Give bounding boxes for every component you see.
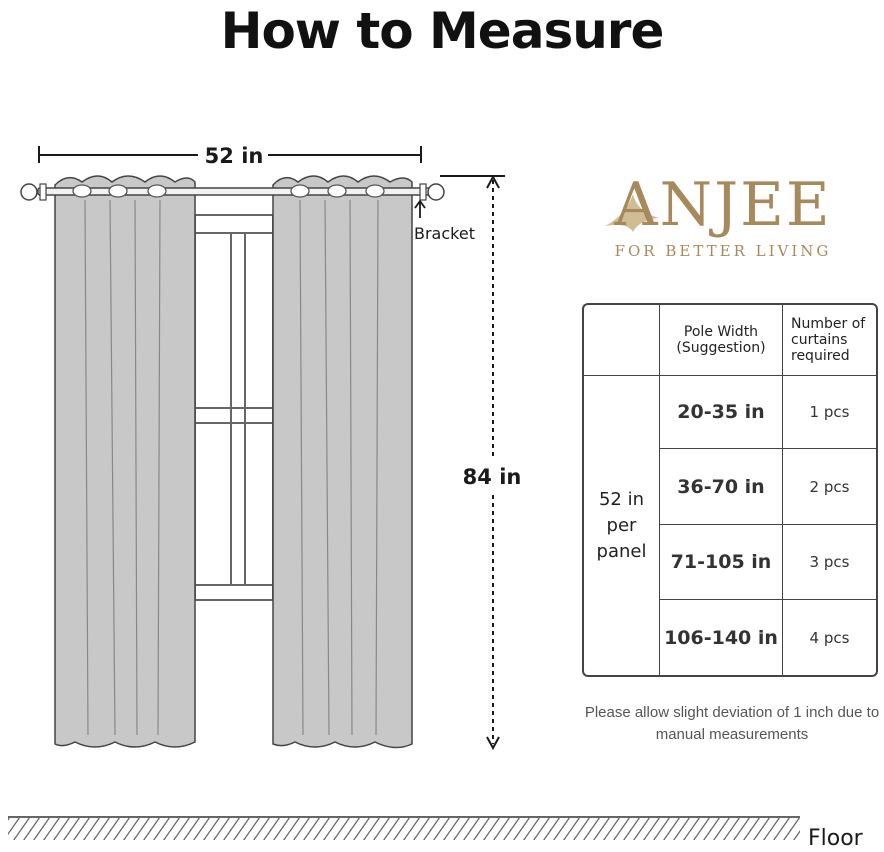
brand-ribbon-icon: [605, 194, 659, 232]
table-cell-count: 4 pcs: [782, 599, 876, 675]
page-title: How to Measure: [220, 2, 665, 60]
table-cell-count: 3 pcs: [782, 523, 876, 600]
right-curtain-panel: [272, 175, 413, 749]
deviation-note: Please allow slight deviation of 1 inch …: [584, 704, 880, 743]
table-cell-count: 1 pcs: [782, 376, 876, 449]
brand-logo: ANJEE FOR BETTER LIVING: [598, 170, 848, 260]
width-dimension: [38, 146, 422, 163]
table-cell-width: 106-140 in: [659, 599, 782, 675]
floor-label: Floor: [808, 826, 863, 851]
brand-name: ANJEE: [614, 170, 832, 240]
height-dimension: [440, 174, 505, 751]
window-frame: [194, 214, 274, 601]
table-cell-count: 2 pcs: [782, 448, 876, 524]
table-header-empty: [584, 305, 659, 376]
bracket-arrow: [414, 199, 426, 218]
brand-tagline: FOR BETTER LIVING: [614, 242, 832, 260]
table-header-pole-width: Pole Width(Suggestion): [659, 305, 782, 376]
table-cell-width: 71-105 in: [659, 523, 782, 600]
width-label: 52 in: [205, 144, 264, 168]
left-curtain-panel: [54, 175, 196, 748]
table-cell-width: 36-70 in: [659, 448, 782, 524]
table-cell-width: 20-35 in: [659, 376, 782, 449]
floor: [8, 816, 800, 840]
curtain-rod: [20, 183, 445, 201]
bracket-label: Bracket: [414, 224, 475, 243]
height-label: 84 in: [463, 465, 522, 489]
pole-width-header: Pole Width(Suggestion): [676, 324, 766, 356]
